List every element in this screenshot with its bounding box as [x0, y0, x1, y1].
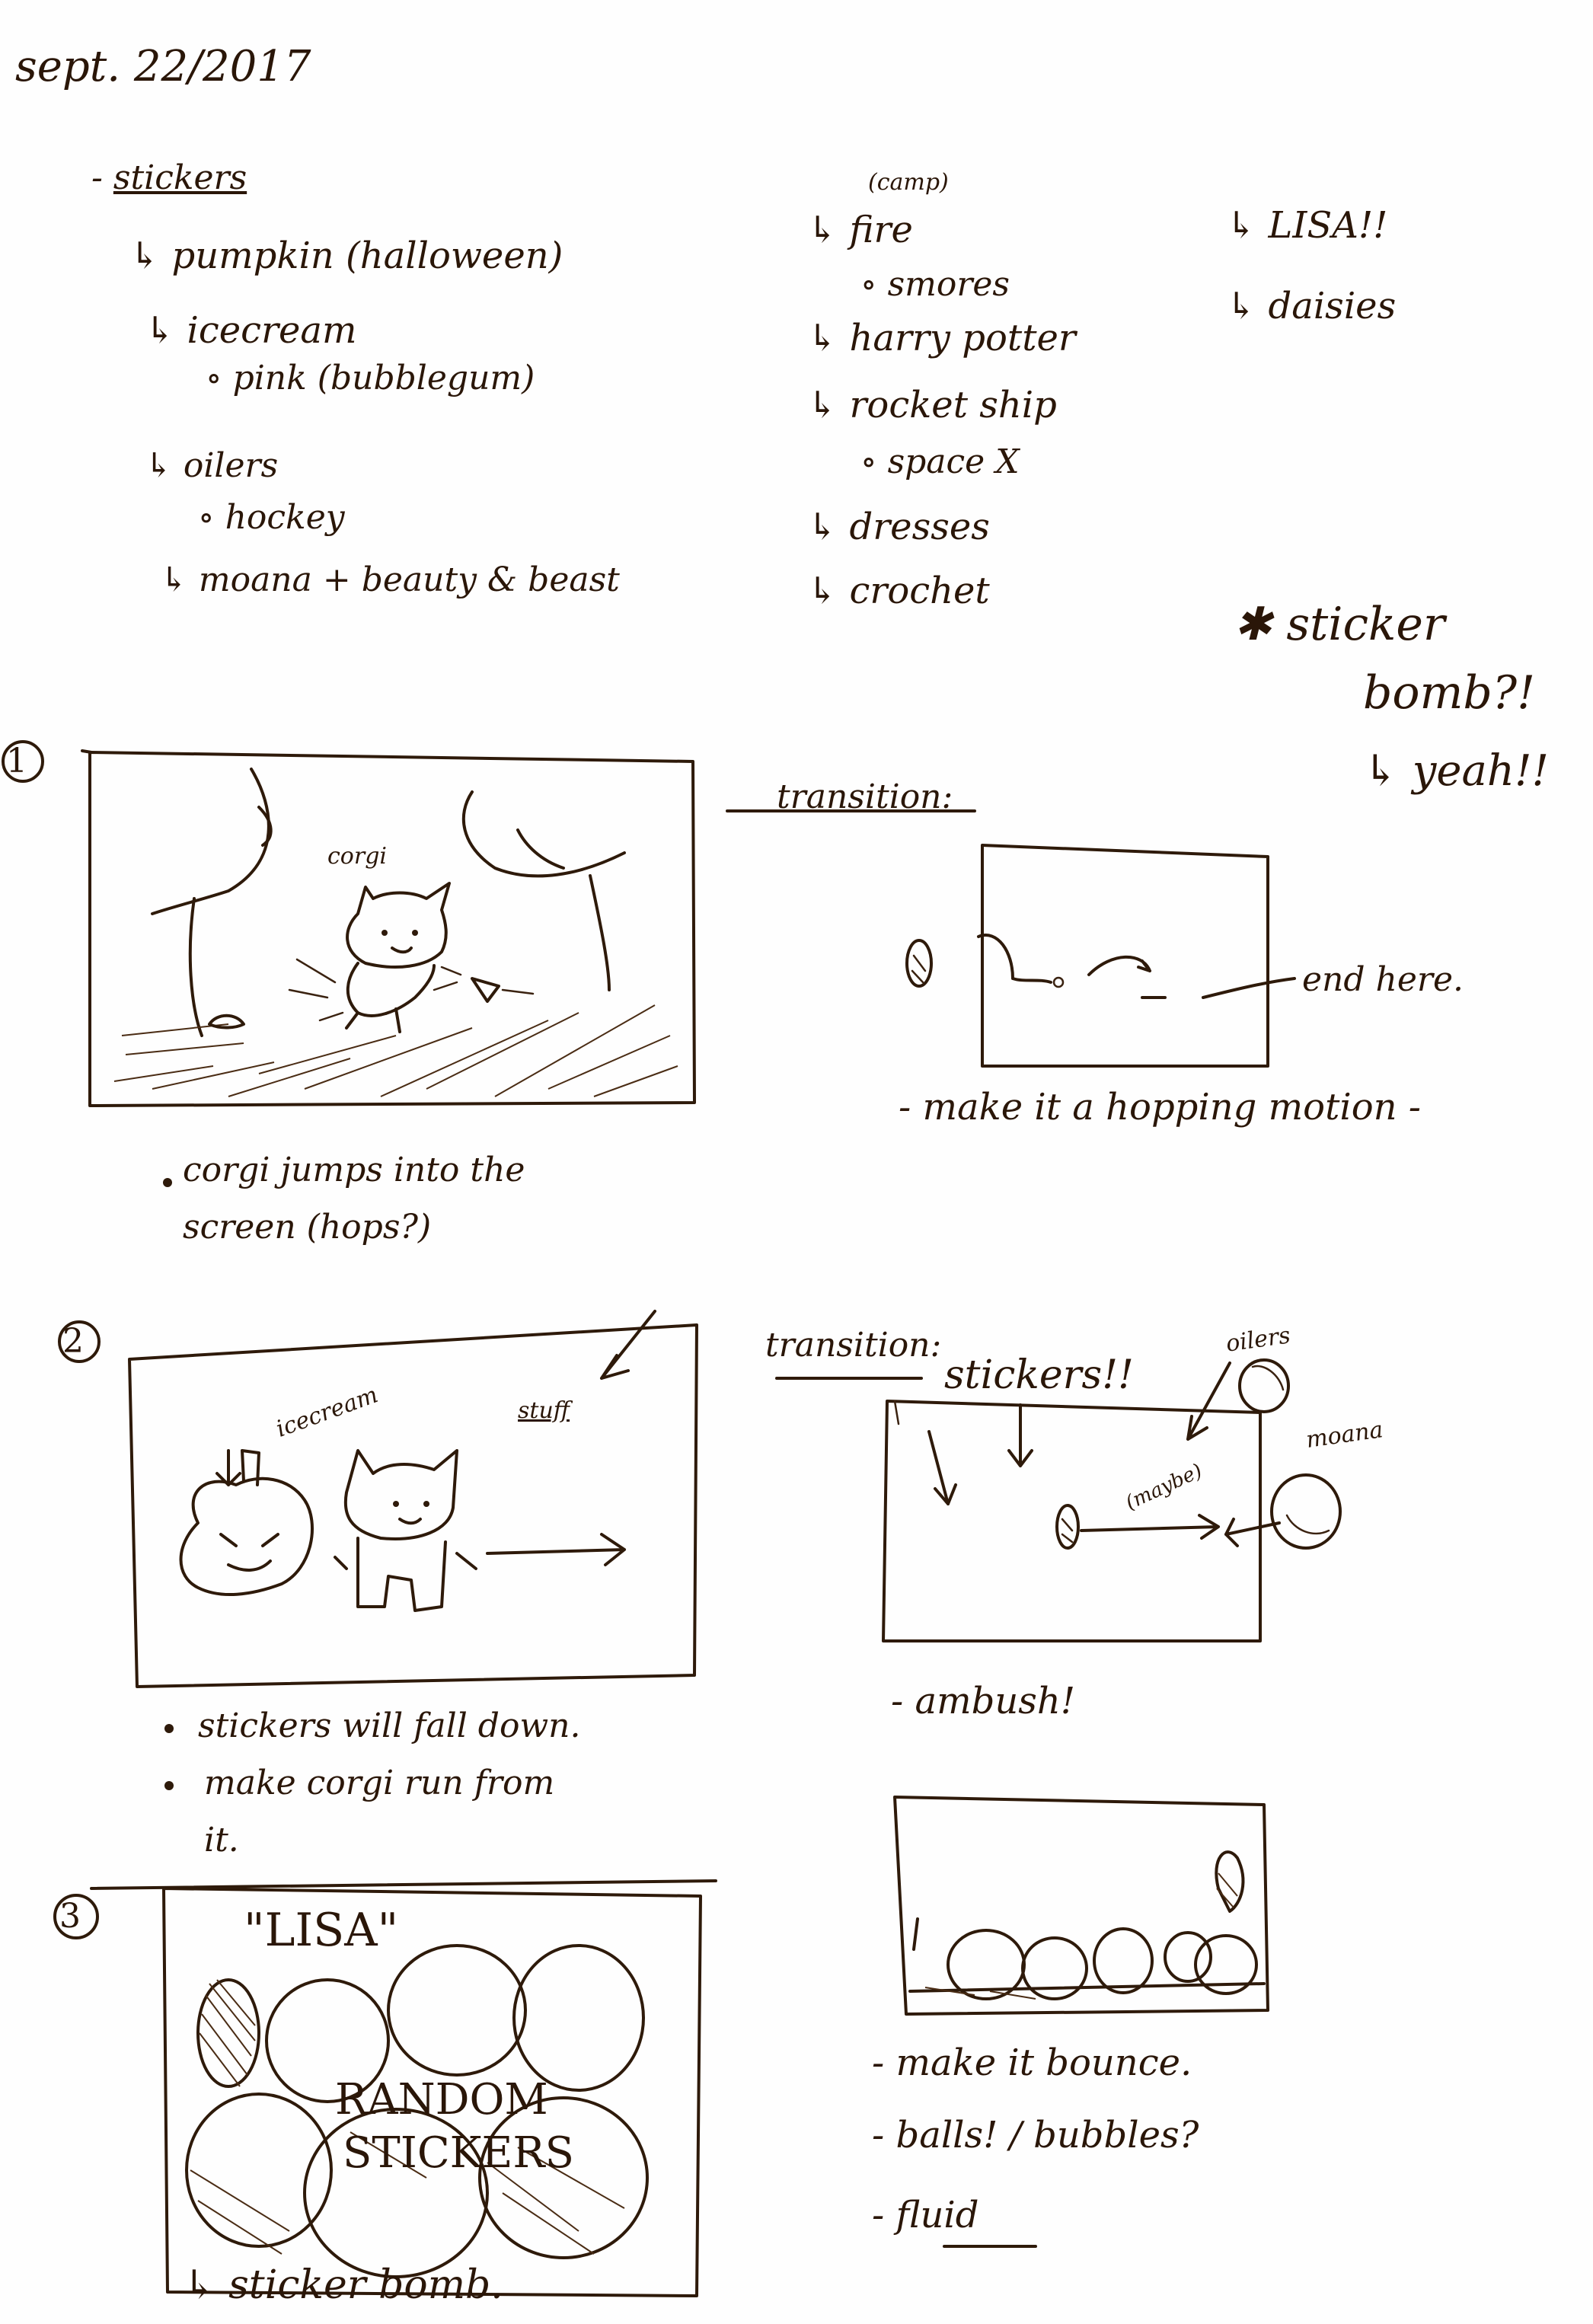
frame-number-circle — [2, 740, 44, 783]
transition-box-2 — [775, 1358, 1342, 1642]
transition-box-1 — [726, 809, 1296, 1068]
frame-number-2: 2 — [62, 1322, 84, 1361]
sticker-bomb-note-line2: bomb?! — [1363, 666, 1536, 720]
list-sub-item: ∘ space X — [860, 442, 1020, 481]
list-sub-item-label: pink (bubblegum) — [232, 359, 535, 397]
list-sub-item-label: smores — [887, 265, 1010, 304]
list-item-label: daisies — [1268, 285, 1397, 327]
list-item-label: crochet — [849, 570, 990, 612]
list-item-label: icecream — [187, 309, 357, 352]
page-date: sept. 22/2017 — [15, 42, 311, 91]
stickers-heading: - stickers — [91, 158, 247, 197]
transition-1-end-note: end here. — [1302, 960, 1464, 999]
list-item: ↳ moana + beauty & beast — [160, 560, 620, 599]
frame-number-1: 1 — [6, 742, 27, 781]
transition-2-label: transition: — [765, 1326, 942, 1365]
frame-2-label-right: stuff — [518, 1397, 570, 1424]
frame-1-caption-line1: corgi jumps into the — [183, 1151, 525, 1189]
transition-2-top-label: stickers!! — [944, 1352, 1134, 1398]
transition-3-caption-line2: - balls! / bubbles? — [872, 2114, 1199, 2156]
storyboard-frame-2 — [128, 1310, 698, 1688]
list-item: ↳ fire — [807, 209, 913, 251]
list-item: ↳ dresses — [807, 506, 990, 548]
list-item-label: moana + beauty & beast — [198, 560, 620, 599]
frame-3-center-line1: RANDOM — [335, 2075, 548, 2124]
sticker-bomb-note-line1: sticker — [1286, 598, 1445, 651]
list-sub-item-label: hockey — [225, 498, 345, 537]
transition-box-3 — [893, 1796, 1269, 2016]
frame-3-caption: ↳ sticker bomb. — [183, 2262, 503, 2308]
transition-1-label: transition: — [777, 777, 953, 816]
camp-note: (camp) — [868, 169, 949, 196]
frame-number-circle — [58, 1320, 101, 1363]
list-item: ↳ rocket ship — [807, 384, 1057, 426]
list-item-label: dresses — [849, 506, 990, 548]
list-sub-item: ∘ smores — [860, 265, 1010, 304]
transition-3-caption-line1: - make it bounce. — [872, 2041, 1192, 2084]
list-item: ↳ daisies — [1226, 285, 1397, 327]
frame-2-caption-line2: make corgi run from — [204, 1764, 555, 1802]
list-sub-item-label: space X — [887, 442, 1020, 481]
frame-2-caption-line1: stickers will fall down. — [198, 1706, 581, 1745]
frame-1-label: corgi — [327, 843, 388, 870]
frame-3-caption-label: sticker bomb. — [228, 2262, 503, 2308]
stickers-heading-label: stickers — [113, 158, 247, 197]
list-item-label: fire — [849, 209, 913, 251]
storyboard-frame-1 — [81, 749, 696, 1107]
list-item: ↳ oilers — [145, 446, 279, 485]
frame-number-circle — [53, 1894, 99, 1939]
frame-3-center-line2: STICKERS — [343, 2128, 574, 2178]
sticker-bomb-reply: ↳ yeah!! — [1363, 746, 1549, 796]
transition-1-caption: - make it a hopping motion - — [899, 1086, 1421, 1128]
frame-1-caption-line2: screen (hops?) — [183, 1208, 432, 1247]
transition-3-caption-line3: - fluid — [872, 2194, 979, 2236]
list-item-label: oilers — [183, 446, 279, 485]
list-item-label: pumpkin (halloween) — [171, 235, 563, 277]
sticker-bomb-reply-label: yeah!! — [1412, 746, 1549, 796]
list-item: ↳ icecream — [145, 309, 357, 352]
list-item-label: LISA!! — [1268, 204, 1388, 247]
sticker-bomb-note: ✱ sticker — [1234, 598, 1445, 651]
list-item-label: harry potter — [849, 317, 1076, 359]
frame-2-caption-line3: it. — [204, 1821, 239, 1860]
storyboard-frame-3 — [90, 1879, 717, 2297]
list-item: ↳ crochet — [807, 570, 990, 612]
list-sub-item: ∘ hockey — [198, 498, 345, 537]
list-item: ↳ harry potter — [807, 317, 1076, 359]
transition-2-caption: - ambush! — [891, 1680, 1076, 1722]
frame-number-3: 3 — [59, 1897, 81, 1936]
list-item: ↳ LISA!! — [1226, 204, 1388, 247]
list-item-label: rocket ship — [849, 384, 1057, 426]
list-item: ↳ pumpkin (halloween) — [129, 235, 563, 277]
list-sub-item: ∘ pink (bubblegum) — [206, 359, 535, 397]
frame-3-label-top: "LISA" — [244, 1904, 399, 1957]
